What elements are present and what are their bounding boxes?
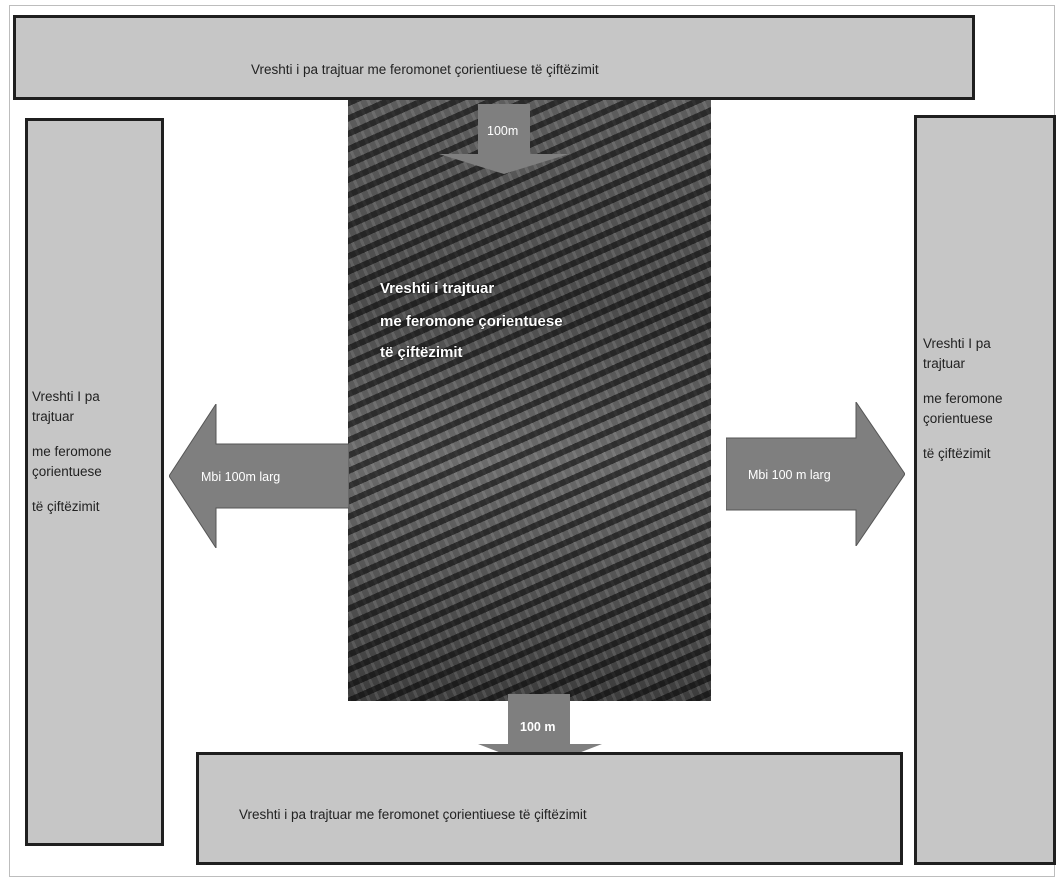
right-arrow-label: Mbi 100 m larg: [748, 468, 831, 482]
treated-vineyard-label: Vreshti i trajtuar me feromone çorientue…: [380, 277, 563, 364]
left-box-line-3: me feromone: [32, 444, 112, 459]
top-box-label: Vreshti i pa trajtuar me feromonet çorie…: [251, 62, 599, 77]
bottom-arrow-shape: [478, 694, 602, 768]
right-pointing-arrow: Mbi 100 m larg: [725, 400, 906, 548]
treated-vineyard-photo: Vreshti i trajtuar me feromone çorientue…: [348, 100, 711, 701]
top-down-arrow: 100m: [439, 104, 569, 174]
top-arrow-label: 100m: [487, 124, 519, 138]
right-box-line-3: me feromone: [923, 391, 1003, 406]
untreated-vineyard-right-box: Vreshti I pa trajtuar me feromone çorien…: [914, 115, 1056, 865]
treated-label-line-1: Vreshti i trajtuar: [380, 280, 495, 297]
treated-label-line-3: të çiftëzimit: [380, 344, 463, 361]
right-box-line-1: Vreshti I pa: [923, 336, 991, 351]
untreated-vineyard-left-box: Vreshti I pa trajtuar me feromone çorien…: [25, 118, 164, 846]
right-arrow-shape: [725, 400, 906, 548]
untreated-vineyard-bottom-box: Vreshti i pa trajtuar me feromonet çorie…: [196, 752, 903, 865]
top-arrow-shape: [439, 104, 569, 174]
untreated-vineyard-top-box: Vreshti i pa trajtuar me feromonet çorie…: [13, 15, 975, 100]
left-box-line-4: çorientuese: [32, 464, 102, 479]
left-box-line-5: të çiftëzimit: [32, 499, 100, 514]
right-box-line-5: të çiftëzimit: [923, 446, 991, 461]
right-box-line-2: trajtuar: [923, 356, 966, 371]
right-box-line-4: çorientuese: [923, 411, 993, 426]
treated-label-line-2: me feromone çorientuese: [380, 313, 563, 330]
left-pointing-arrow: Mbi 100m larg: [168, 402, 350, 550]
bottom-box-label: Vreshti i pa trajtuar me feromonet çorie…: [239, 807, 587, 822]
left-arrow-label: Mbi 100m larg: [201, 470, 281, 484]
left-box-line-2: trajtuar: [32, 409, 75, 424]
left-box-line-1: Vreshti I pa: [32, 389, 100, 404]
bottom-arrow-label: 100 m: [520, 720, 556, 734]
bottom-down-arrow: 100 m: [478, 694, 602, 768]
